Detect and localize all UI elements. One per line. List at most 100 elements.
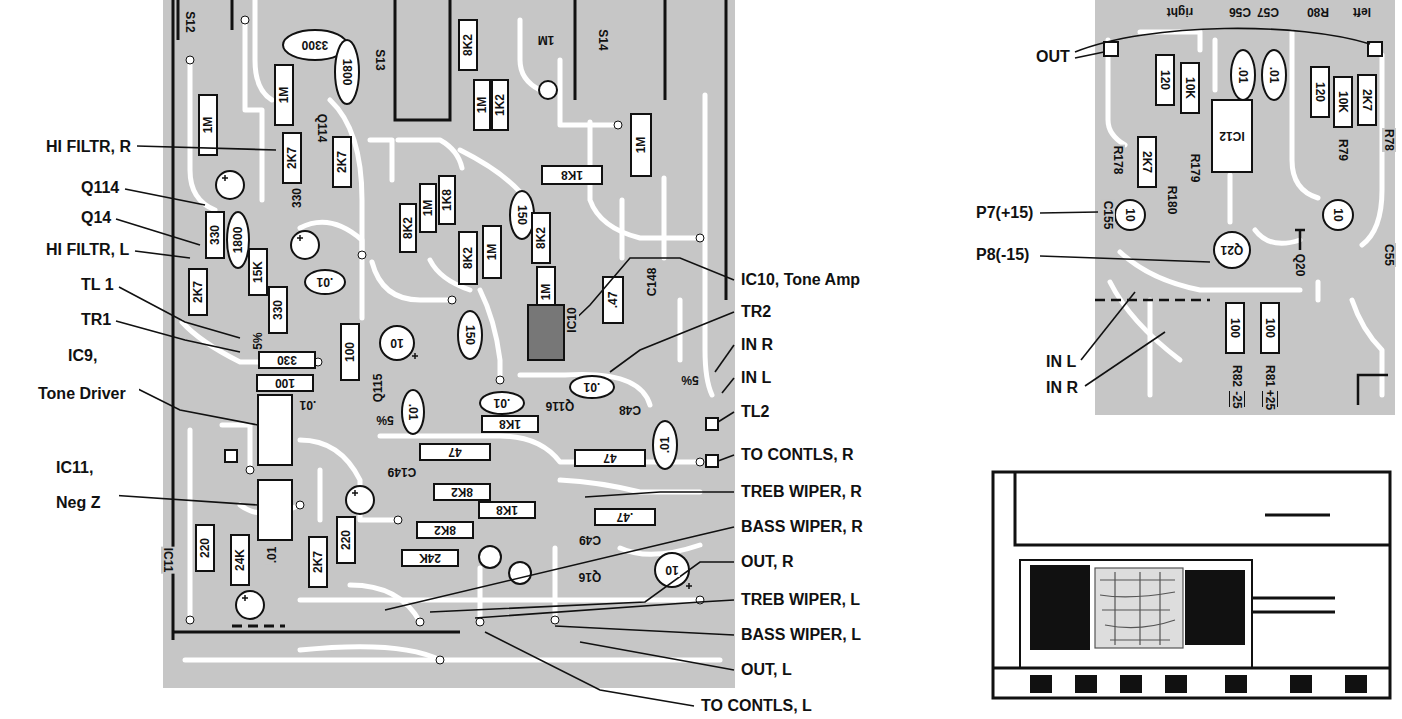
- component-outline: [1226, 303, 1244, 353]
- chassis-part: [1030, 565, 1367, 693]
- board-marking: S13: [373, 48, 387, 71]
- chassis-outline: [1020, 560, 1252, 668]
- component-value: 120: [1158, 69, 1172, 91]
- component-value: 8K2: [534, 226, 548, 250]
- component-outline: [258, 480, 292, 540]
- component-outline: [631, 114, 651, 176]
- polarity-mark: [242, 595, 248, 601]
- copper-trace: [182, 0, 720, 660]
- component-value: 47: [447, 445, 462, 459]
- board-marking: Q116: [545, 399, 576, 413]
- component-value: 150: [463, 324, 477, 346]
- board-marking: R78: [1382, 128, 1396, 152]
- polarity-mark: [297, 235, 303, 241]
- output-board: [1095, 0, 1395, 415]
- solder-pad: [696, 458, 704, 466]
- component-value: 1M: [475, 96, 489, 115]
- component-outline: [1261, 303, 1279, 353]
- component-value: 3300: [301, 38, 330, 52]
- component-outline: [1334, 77, 1352, 127]
- component-outline: [483, 226, 501, 278]
- solder-pad: [436, 656, 444, 664]
- chassis-outline: [1265, 514, 1330, 517]
- component-outline: [1104, 42, 1382, 406]
- copper-trace: [662, 178, 667, 258]
- component-outline: [479, 546, 501, 568]
- callout-label: OUT, R: [740, 553, 794, 571]
- callout-label: IC10, Tone Amp: [740, 271, 861, 289]
- component-outline: [439, 176, 455, 224]
- solder-pad: [246, 466, 254, 474]
- component-value: 330: [271, 299, 285, 321]
- board-marking: IC11: [161, 547, 175, 574]
- polarity-mark: [222, 175, 692, 601]
- component-outline: [420, 184, 436, 232]
- component-outline: [417, 522, 473, 538]
- solder-pad: [416, 618, 424, 626]
- copper-trace: [1228, 175, 1233, 222]
- chassis-part: [1120, 675, 1142, 693]
- component-value: IC12: [1218, 129, 1245, 143]
- callout-label: TR1: [80, 311, 112, 329]
- callout-label: HI FILTR, L: [45, 241, 130, 259]
- copper-trace: [460, 150, 520, 192]
- copper-trace: [300, 440, 398, 520]
- component-value: 10: [1123, 207, 1137, 222]
- board-marking: R180: [1165, 185, 1179, 216]
- chassis-part: [1030, 675, 1052, 693]
- callout-label: Q114: [80, 179, 120, 197]
- solder-pad: [448, 296, 456, 304]
- board-edge-line: [395, 0, 450, 120]
- component-value: 100: [274, 376, 296, 390]
- board-marking: .01: [299, 398, 318, 412]
- component-outline: [227, 212, 249, 268]
- component-outline: [216, 171, 244, 199]
- component-value: 120: [1313, 81, 1327, 103]
- component-value: 10: [389, 336, 404, 350]
- component-outline: [492, 80, 508, 130]
- component-value: 1M: [277, 86, 291, 105]
- board-edge-line: [725, 0, 728, 300]
- component-value: .01: [406, 403, 420, 422]
- callout-label: OUT: [1035, 48, 1071, 66]
- board-marking: left: [1352, 5, 1372, 19]
- component-value: 1K2: [493, 93, 507, 117]
- component-value: 1M: [421, 199, 435, 218]
- callout-label: IN L: [740, 369, 772, 387]
- copper-trace: [520, 20, 540, 90]
- callout-label: TO CONTLS, L: [700, 697, 813, 715]
- copper-trace: [398, 140, 462, 168]
- copper-trace: [560, 480, 700, 492]
- callout-label: Q14: [80, 209, 112, 227]
- component-outline: [575, 450, 645, 466]
- component-outline: [258, 395, 292, 465]
- copper-trace: [188, 430, 193, 620]
- component-outline: [1138, 137, 1156, 187]
- chassis-part: [1345, 675, 1367, 693]
- component-outline: [346, 486, 374, 514]
- leader-line: [715, 345, 734, 372]
- component-value: 2K7: [311, 550, 325, 574]
- component-outline: [1115, 200, 1145, 230]
- solder-pad: [296, 501, 304, 509]
- solder-pad: [551, 616, 559, 624]
- component-outline: [402, 550, 458, 566]
- component-value: 10K: [1183, 76, 1197, 100]
- solder-pad: [496, 376, 504, 384]
- component-outline: [257, 375, 313, 391]
- component-value: 8K2: [461, 33, 475, 57]
- board-marking: C48: [618, 403, 642, 417]
- leader-line: [125, 189, 205, 205]
- copper-trace: [370, 140, 392, 180]
- component-outline: [420, 444, 490, 460]
- component-value: 24K: [233, 548, 247, 572]
- component-outline: [1214, 232, 1250, 268]
- component-outline: [275, 65, 293, 125]
- board-edge-line: [172, 0, 175, 640]
- callout-label: IC9, Tone Driver: [37, 337, 139, 413]
- copper-trace: [222, 425, 250, 470]
- component-value: 1K8: [498, 417, 522, 431]
- leader-line: [1040, 212, 1098, 213]
- component-value: 2K7: [335, 150, 349, 174]
